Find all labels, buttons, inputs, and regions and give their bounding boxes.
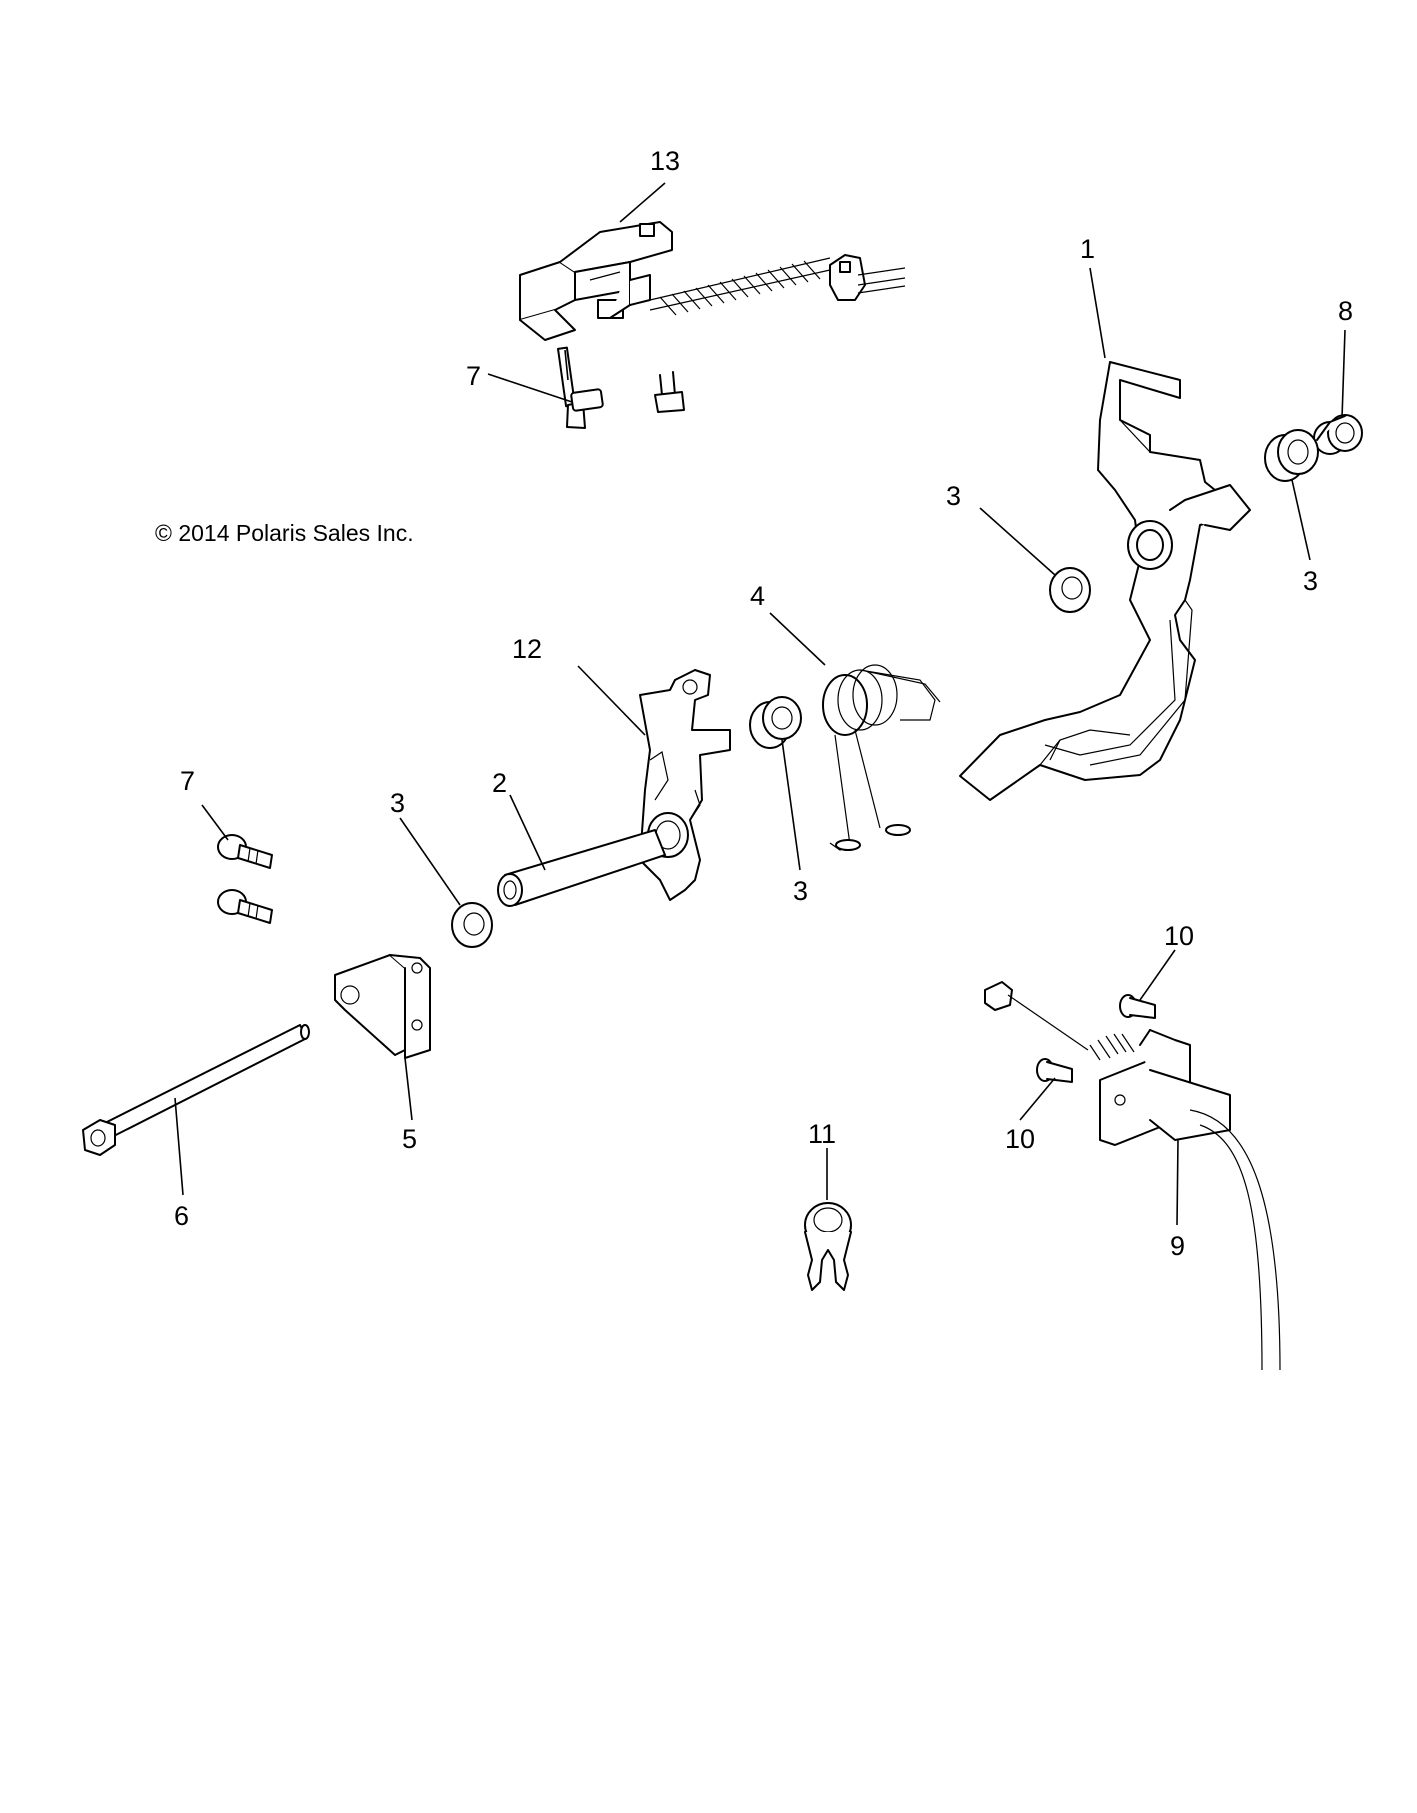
part-7-bolt-lower [217,834,273,924]
callout-3-left: 3 [390,788,405,818]
callout-11: 11 [808,1119,836,1149]
part-3-bushing-center [749,696,802,749]
callout-3-right: 3 [1303,566,1318,596]
part-8-bushing [1313,414,1363,455]
part-3-bushing-mid-upper [1049,567,1091,613]
part-3-bushing-left [451,902,493,948]
part-13-switch-assembly [519,221,906,341]
part-11-cable-clip [804,1202,852,1291]
callout-3-mid-upper: 3 [946,481,961,511]
callout-6: 6 [174,1201,189,1231]
part-12-lever-bracket [639,669,731,901]
part-10-rivet-lower [1036,1058,1073,1083]
part-10-rivet-upper [1119,994,1156,1019]
part-6-long-bolt [82,1024,310,1156]
callout-2: 2 [492,768,507,798]
callout-1: 1 [1080,234,1095,264]
part-9-cable-assembly [984,981,1281,1371]
callout-12: 12 [512,634,542,664]
part-1-pedal [959,361,1251,801]
part-7-bolt-upper [557,346,685,429]
part-5-mount-bracket [334,954,431,1059]
callout-4: 4 [750,581,765,611]
callout-8: 8 [1338,296,1353,326]
callout-7-upper: 7 [466,361,481,391]
part-3-bushing-right [1264,429,1319,482]
callout-7-lower: 7 [180,766,195,796]
callout-10-upper: 10 [1164,921,1194,951]
callout-9: 9 [1170,1231,1185,1261]
callout-10-lower: 10 [1005,1124,1035,1154]
copyright-text: © 2014 Polaris Sales Inc. [155,520,414,546]
leader-lines [174,182,1346,1226]
callout-3-center: 3 [793,876,808,906]
callout-13: 13 [650,146,680,176]
callout-labels: 13 1 8 7 3 3 4 12 2 3 3 7 10 10 11 5 6 9 [174,146,1353,1261]
callout-5: 5 [402,1124,417,1154]
part-2-pivot-tube [497,829,666,907]
part-4-spring [822,664,941,851]
